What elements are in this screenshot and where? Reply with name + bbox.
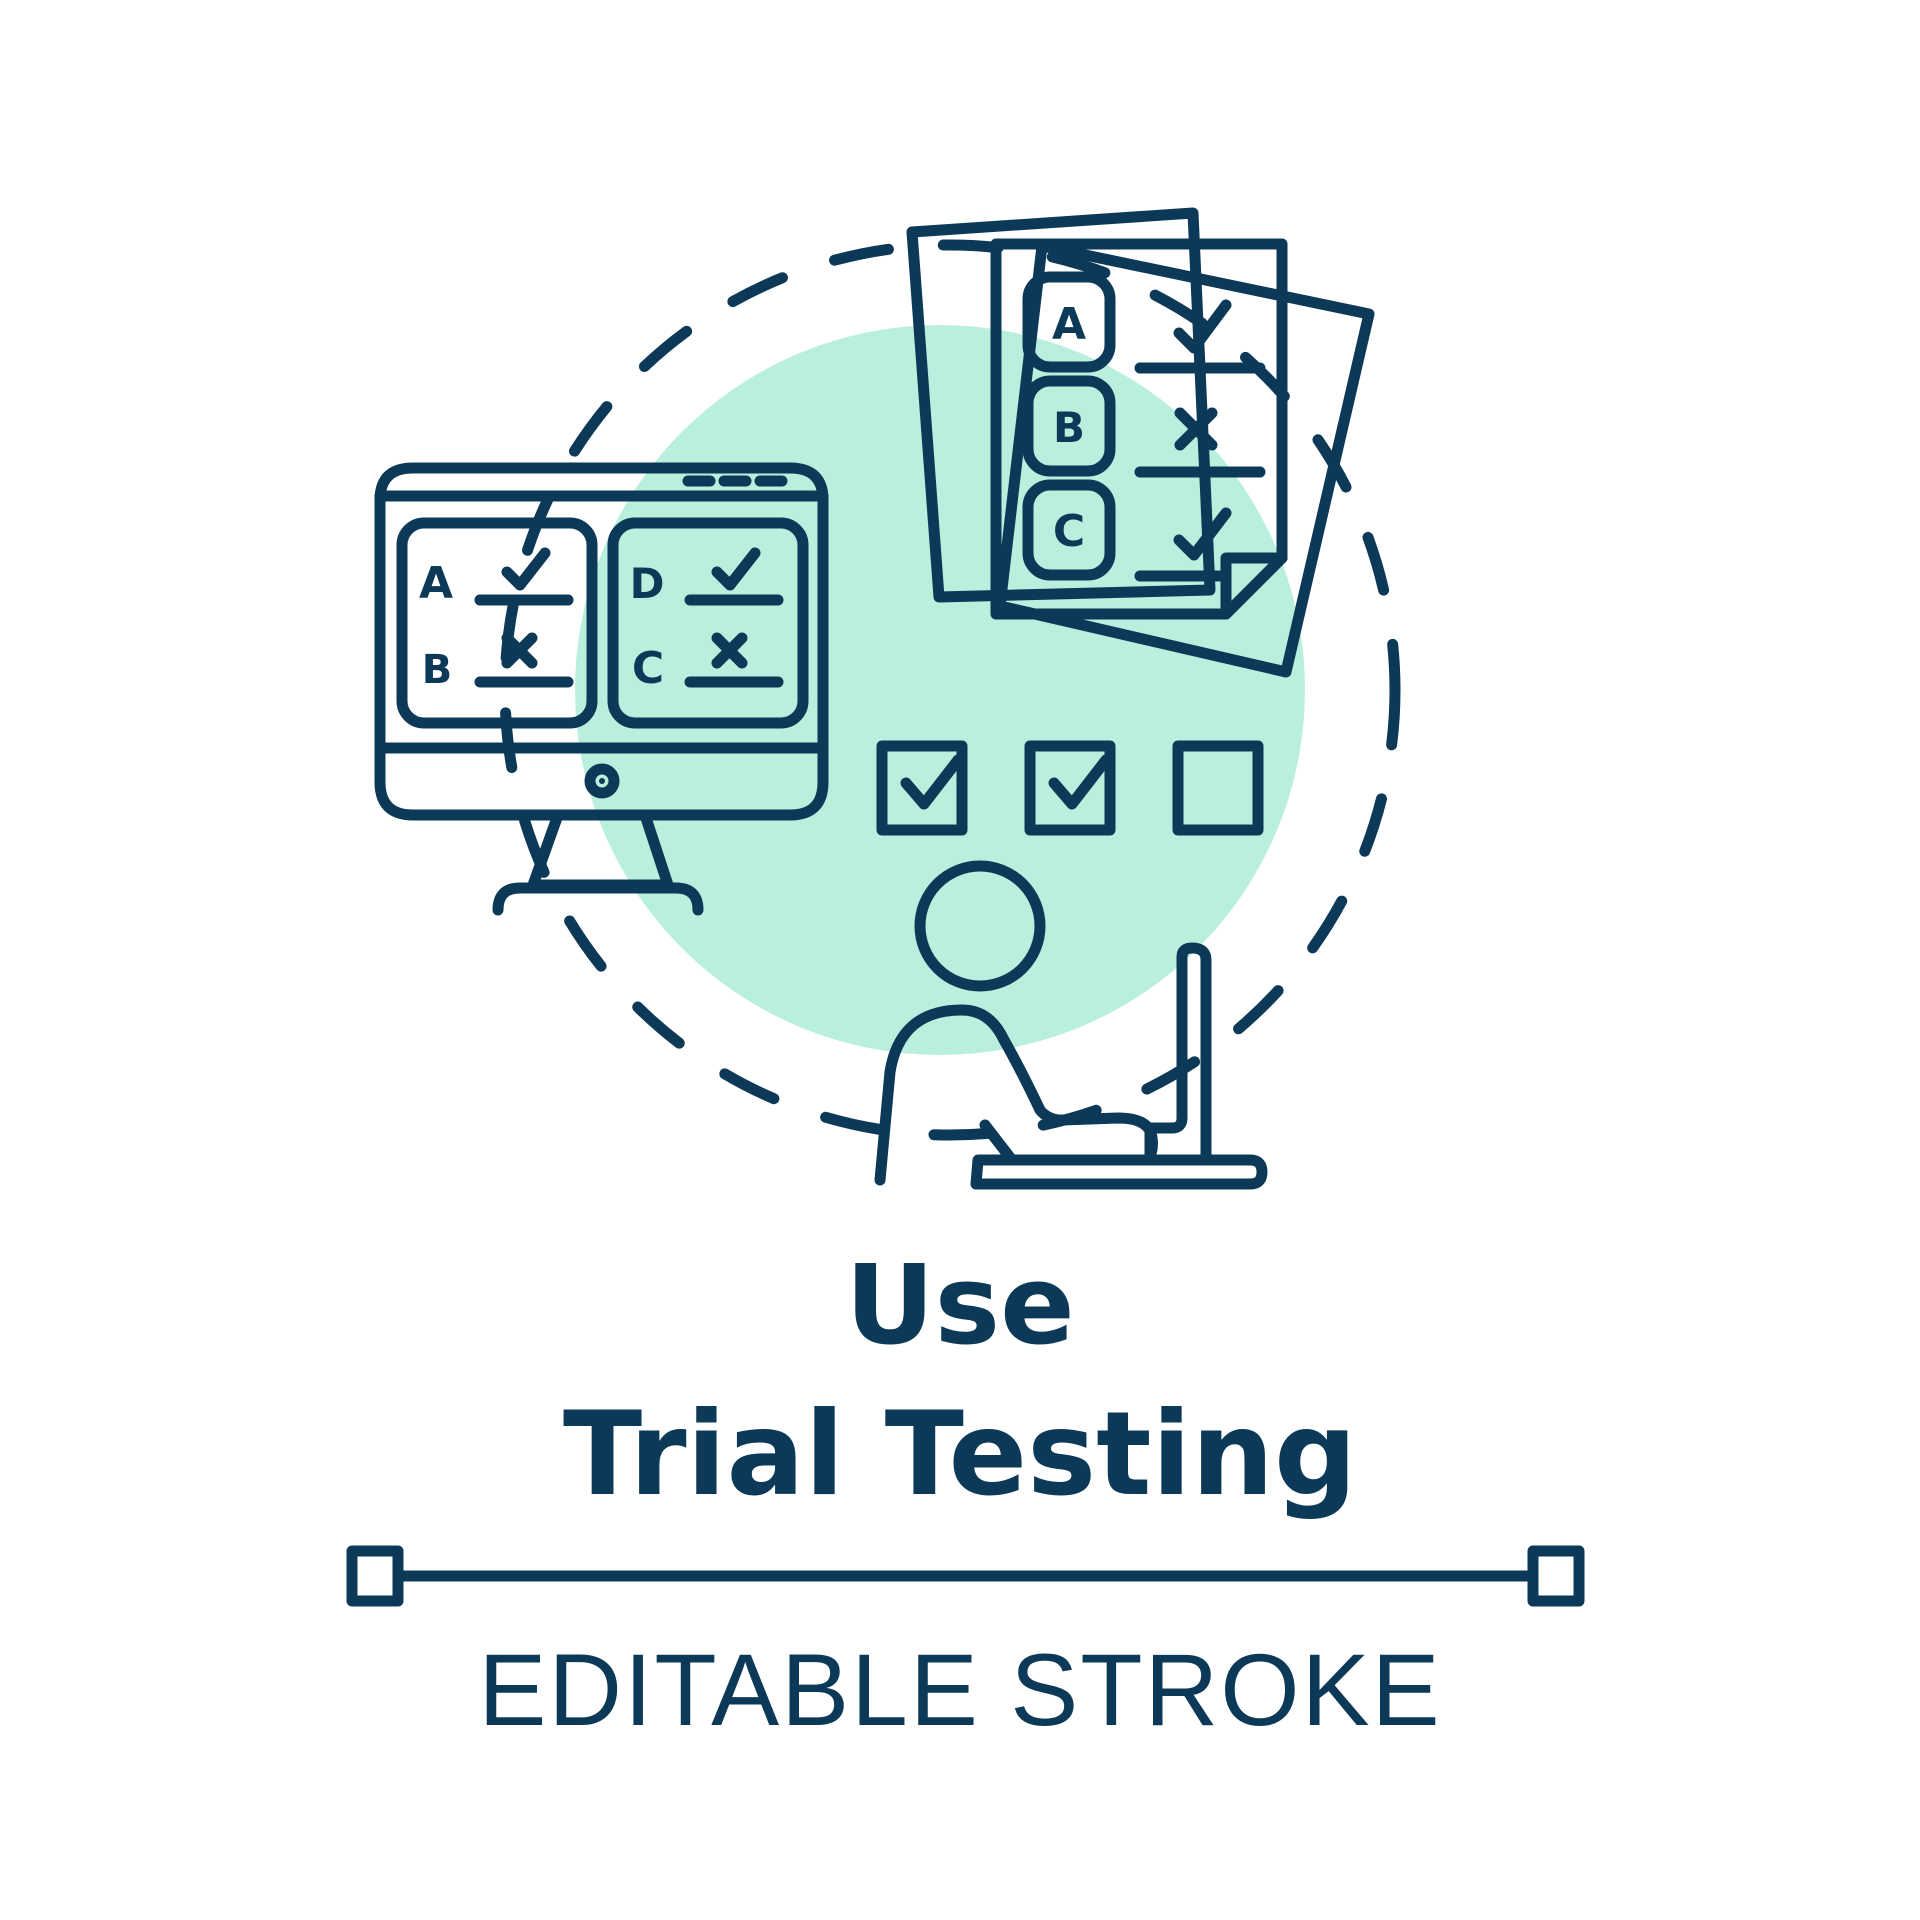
check-icon	[900, 754, 964, 810]
check-icon	[1173, 299, 1232, 354]
option-letter: A	[1052, 299, 1086, 350]
power-button-dot	[599, 778, 605, 784]
panel-row1-letter: D	[630, 559, 665, 608]
option-letter: B	[1053, 403, 1085, 452]
power-button-icon	[584, 763, 620, 799]
option-letter: C	[1053, 506, 1085, 557]
monitor-screen	[374, 490, 829, 754]
monitor-right-panel: D C	[607, 517, 809, 729]
monitor-body	[374, 462, 829, 821]
monitor-left-panel: A B	[396, 517, 598, 729]
option-box-b	[1022, 375, 1116, 477]
paper-folded-corner	[1220, 552, 1288, 620]
paper-sheet-back	[906, 207, 1216, 603]
check-icon	[501, 547, 551, 591]
laptop-screen	[1144, 942, 1212, 1166]
checkbox-checked-2	[1024, 740, 1116, 836]
divider-handle-left	[346, 1545, 404, 1607]
panel-row1-letter: A	[419, 558, 453, 609]
checkbox-checked-1	[876, 740, 968, 836]
divider-handle-right	[1527, 1545, 1585, 1607]
divider	[346, 1545, 1585, 1607]
panel-row2-letter: B	[422, 647, 453, 693]
monitor-base	[492, 882, 704, 916]
paper-sheet-right	[994, 240, 1375, 678]
cross-icon	[1174, 407, 1218, 451]
laptop-base	[970, 1154, 1268, 1190]
option-box-a	[1022, 271, 1116, 373]
test-papers-icon: A B C	[906, 207, 1375, 678]
title-line-2: Trial Testing	[562, 1387, 1358, 1522]
checkbox-empty	[1172, 740, 1264, 836]
title-line-1: Use	[845, 1241, 1075, 1369]
cross-icon	[501, 632, 538, 669]
check-icon	[711, 547, 761, 591]
person-body	[874, 1004, 1158, 1186]
monitor-icon: A B D C	[374, 462, 829, 916]
check-icon	[1173, 507, 1232, 561]
background-circle	[575, 325, 1305, 1055]
option-box-c	[1022, 479, 1116, 581]
check-icon	[1048, 754, 1112, 810]
dashed-ring	[499, 239, 1401, 1141]
caption: EDITABLE STROKE	[478, 1633, 1442, 1747]
panel-row2-letter: C	[632, 643, 664, 694]
checkbox-row	[876, 740, 1264, 836]
cross-icon	[711, 632, 748, 669]
person-head	[914, 860, 1046, 992]
person-at-laptop-icon	[874, 860, 1268, 1190]
